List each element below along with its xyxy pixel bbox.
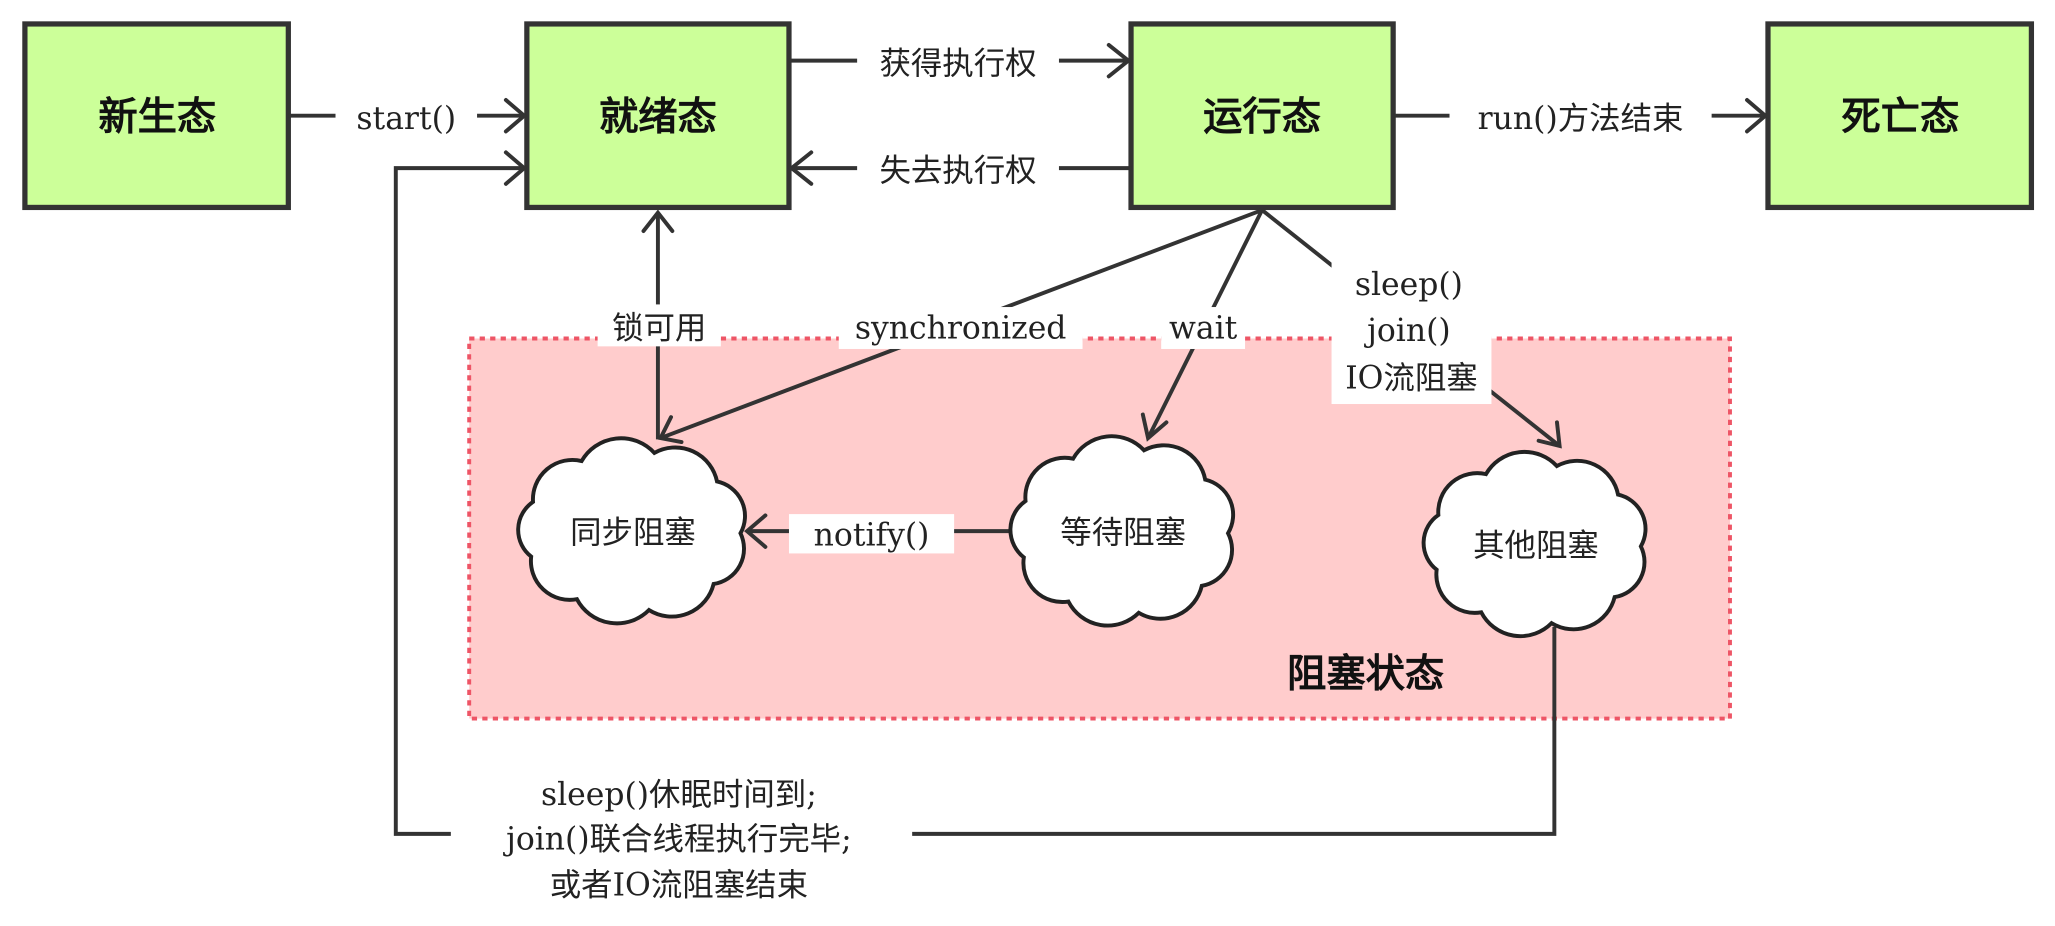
label-lose-cpu: 失去执行权 — [879, 153, 1036, 189]
cloud-wait-block: 等待阻塞 — [1008, 434, 1236, 628]
cloud-sync-block: 同步阻塞 — [516, 436, 747, 626]
svg-text:就绪态: 就绪态 — [599, 95, 717, 140]
label-lock-available: 锁可用 — [612, 310, 706, 346]
label-return-line2: join()联合线程执行完毕; — [502, 822, 852, 858]
svg-text:死亡态: 死亡态 — [1841, 95, 1959, 140]
svg-text:运行态: 运行态 — [1203, 95, 1321, 140]
svg-text:同步阻塞: 同步阻塞 — [570, 515, 696, 551]
state-running: 运行态 — [1128, 21, 1396, 211]
label-notify: notify() — [814, 518, 930, 554]
label-run-end: run()方法结束 — [1478, 101, 1684, 137]
label-return-line3: 或者IO流阻塞结束 — [550, 867, 808, 903]
state-new: 新生态 — [22, 21, 291, 211]
label-gain-cpu: 获得执行权 — [879, 46, 1036, 82]
state-ready: 就绪态 — [524, 21, 792, 211]
label-sleep: sleep() — [1355, 267, 1463, 303]
state-dead: 死亡态 — [1765, 21, 2035, 211]
svg-text:其他阻塞: 其他阻塞 — [1473, 528, 1599, 564]
label-join: join() — [1363, 313, 1451, 349]
svg-text:新生态: 新生态 — [98, 95, 216, 140]
svg-text:等待阻塞: 等待阻塞 — [1060, 515, 1186, 551]
label-io-block: IO流阻塞 — [1345, 360, 1478, 396]
label-start: start() — [356, 101, 456, 137]
start-label-bg — [335, 99, 478, 135]
arrow-return-to-ready — [393, 150, 1557, 836]
label-wait: wait — [1169, 310, 1238, 346]
blocked-title: 阻塞状态 — [1287, 652, 1444, 697]
cloud-other-block: 其他阻塞 — [1421, 449, 1648, 639]
label-synchronized: synchronized — [855, 310, 1067, 346]
label-return-line1: sleep()休眠时间到; — [541, 777, 817, 813]
